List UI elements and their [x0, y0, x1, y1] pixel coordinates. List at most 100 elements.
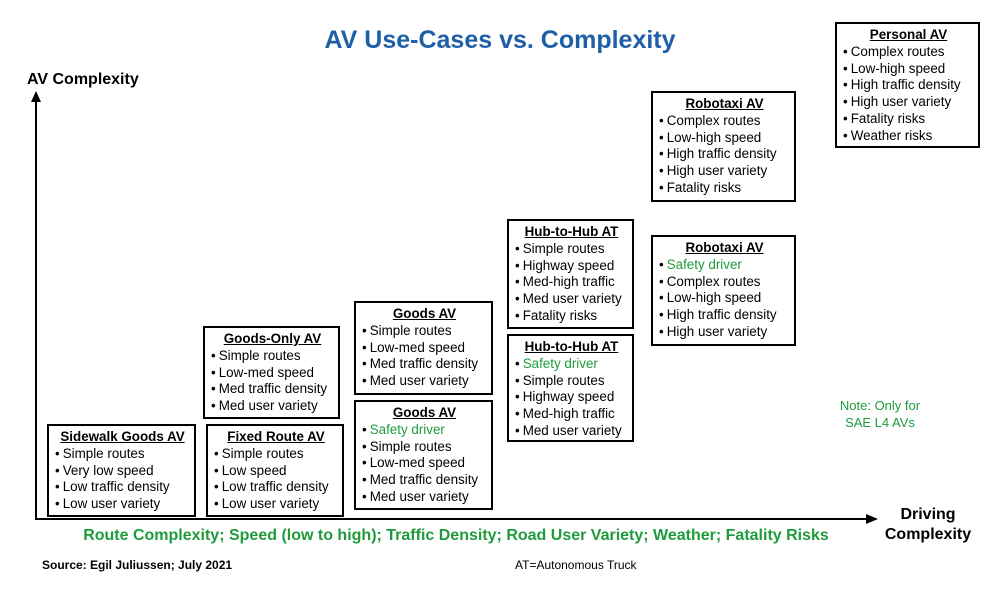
bullet-icon: •: [659, 273, 664, 289]
box-list-item-text: Simple routes: [369, 322, 452, 338]
bullet-icon: •: [55, 445, 60, 461]
box-list-item-text: Low-high speed: [850, 60, 946, 76]
box-list-item-text: Low-high speed: [666, 290, 762, 306]
box-title: Personal AV: [869, 27, 948, 42]
box-fixed-route-av: Fixed Route AV•Simple routes•Low speed•L…: [206, 424, 344, 517]
box-list-item: •Med user variety: [362, 373, 487, 390]
box-list-item-text: Simple routes: [62, 445, 145, 461]
box-goods-av-top: Goods AV•Simple routes•Low-med speed•Med…: [354, 301, 493, 395]
box-list-item-text: Weather risks: [850, 127, 933, 143]
abbreviation-note: AT=Autonomous Truck: [515, 558, 637, 572]
bullet-icon: •: [515, 240, 520, 256]
bullet-icon: •: [211, 398, 216, 414]
box-list-item: •Simple routes: [362, 323, 487, 340]
box-list-item: •Fatality risks: [515, 308, 628, 325]
bullet-icon: •: [55, 496, 60, 512]
box-list-item-text: Safety driver: [369, 421, 445, 437]
bullet-icon: •: [362, 373, 367, 389]
bullet-icon: •: [211, 347, 216, 363]
bullet-icon: •: [659, 146, 664, 162]
box-list-item: •Low-med speed: [362, 455, 487, 472]
box-title: Goods AV: [392, 405, 457, 420]
bullet-icon: •: [843, 77, 848, 93]
box-list-item-text: High traffic density: [666, 146, 777, 162]
bullet-icon: •: [659, 129, 664, 145]
box-list-item-text: Complex routes: [850, 43, 945, 59]
box-list-item: •Med-high traffic: [515, 274, 628, 291]
box-list-item: •Low-high speed: [659, 290, 790, 307]
bullet-icon: •: [515, 372, 520, 388]
box-list-item-text: Med user variety: [369, 488, 469, 504]
bullet-icon: •: [55, 462, 60, 478]
box-list-item: •Weather risks: [843, 128, 974, 145]
box-list-item: •Med user variety: [515, 423, 628, 440]
box-list-item-text: Simple routes: [218, 347, 301, 363]
box-list-item-text: Med user variety: [522, 291, 622, 307]
box-list-item: •Safety driver: [515, 356, 628, 373]
bullet-icon: •: [843, 110, 848, 126]
box-list-item-text: Highway speed: [522, 257, 615, 273]
box-title: Fixed Route AV: [227, 429, 325, 444]
bullet-icon: •: [214, 445, 219, 461]
bullet-icon: •: [515, 307, 520, 323]
note: Note: Only for SAE L4 AVs: [820, 397, 940, 431]
box-list-item: •Very low speed: [55, 463, 190, 480]
box-list-item: •Low-high speed: [659, 130, 790, 147]
bullet-icon: •: [659, 179, 664, 195]
y-axis-arrowhead: [31, 91, 41, 102]
box-list-item: •Highway speed: [515, 258, 628, 275]
box-list-item: •Low user variety: [55, 496, 190, 513]
box-list-item: •Med user variety: [515, 291, 628, 308]
box-robotaxi-av-bottom: Robotaxi AV•Safety driver•Complex routes…: [651, 235, 796, 346]
box-list-item: •Low traffic density: [55, 479, 190, 496]
box-list-item: •High user variety: [843, 94, 974, 111]
box-list-item-text: Med user variety: [218, 398, 318, 414]
box-list-item: •Simple routes: [214, 446, 338, 463]
bullet-icon: •: [659, 112, 664, 128]
box-list-item-text: Med traffic density: [218, 381, 328, 397]
x-axis-label-line2: Complexity: [884, 526, 972, 543]
box-list-item: •Low-high speed: [843, 61, 974, 78]
box-list-item-text: Simple routes: [221, 445, 304, 461]
box-list-item: •High user variety: [659, 163, 790, 180]
box-list-item: •Low traffic density: [214, 479, 338, 496]
box-title: Robotaxi AV: [685, 240, 764, 255]
bullet-icon: •: [214, 496, 219, 512]
box-list-item: •Highway speed: [515, 389, 628, 406]
box-list-item: •Complex routes: [659, 113, 790, 130]
bullet-icon: •: [211, 381, 216, 397]
bullet-icon: •: [362, 356, 367, 372]
bullet-icon: •: [659, 307, 664, 323]
box-list-item: •Med traffic density: [362, 356, 487, 373]
bullet-icon: •: [843, 43, 848, 59]
box-list-item-text: Low speed: [221, 462, 287, 478]
bullet-icon: •: [515, 291, 520, 307]
bullet-icon: •: [515, 257, 520, 273]
bullet-icon: •: [659, 323, 664, 339]
box-list-item: •Low user variety: [214, 496, 338, 513]
box-list-item: •High traffic density: [659, 307, 790, 324]
box-list-item: •Safety driver: [362, 422, 487, 439]
box-list-item: •Med user variety: [211, 398, 334, 415]
box-list-item-text: Low traffic density: [221, 479, 329, 495]
box-title: Hub-to-Hub AT: [524, 224, 619, 239]
bullet-icon: •: [515, 389, 520, 405]
box-list-item-text: Med user variety: [369, 373, 469, 389]
bullet-icon: •: [659, 256, 664, 272]
bullet-icon: •: [362, 488, 367, 504]
box-list-item-text: Low-med speed: [369, 339, 465, 355]
box-list-item-text: Safety driver: [666, 256, 742, 272]
bullet-icon: •: [362, 438, 367, 454]
note-line1: Note: Only for: [839, 398, 921, 413]
box-list-item: •Low-med speed: [362, 340, 487, 357]
bullet-icon: •: [843, 60, 848, 76]
box-list-item-text: High user variety: [850, 94, 952, 110]
box-list-item-text: Fatality risks: [522, 307, 598, 323]
factors-caption: Route Complexity; Speed (low to high); T…: [83, 527, 829, 544]
bullet-icon: •: [659, 163, 664, 179]
box-list-item: •Complex routes: [659, 274, 790, 291]
box-list-item: •Simple routes: [362, 439, 487, 456]
bullet-icon: •: [362, 421, 367, 437]
box-list-item-text: Safety driver: [522, 355, 598, 371]
box-list-item-text: Complex routes: [666, 273, 761, 289]
